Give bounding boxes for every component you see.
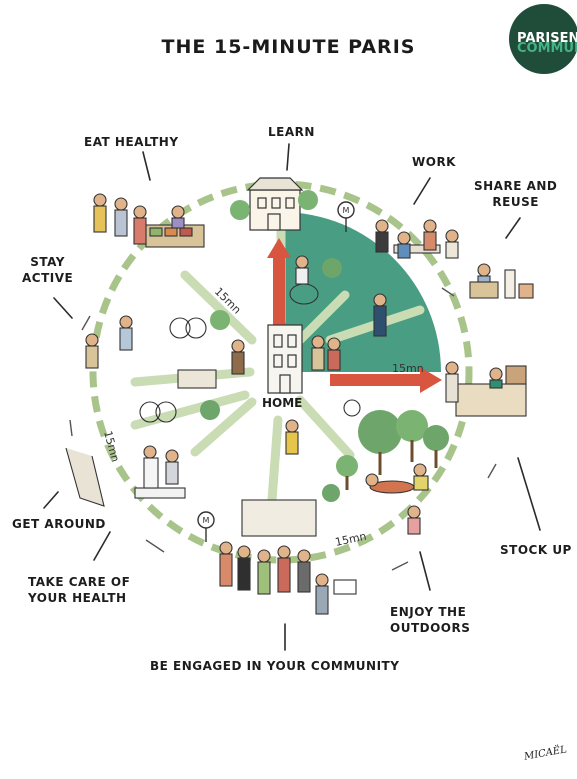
label-stock-up: STOCK UP <box>500 542 572 558</box>
home-building <box>268 325 302 393</box>
svg-text:M: M <box>343 206 350 215</box>
quarter-zone <box>281 212 441 372</box>
metro-sign-icon: M <box>198 512 214 542</box>
label-stay-active: STAY ACTIVE <box>22 254 73 286</box>
vignette-share <box>470 264 533 298</box>
distance-label-south: 15mn <box>334 530 368 549</box>
arrow-right-shaft <box>330 374 422 386</box>
label-work: WORK <box>412 154 456 170</box>
school-building <box>248 178 302 230</box>
label-enjoy-the-outdoors: ENJOY THE OUTDOORS <box>390 604 470 636</box>
label-be-engaged-in-your-community: BE ENGAGED IN YOUR COMMUNITY <box>150 658 399 674</box>
vignette-community <box>220 500 356 614</box>
vignette-stockup <box>446 362 526 416</box>
label-take-care-of-your-health: TAKE CARE OF YOUR HEALTH <box>28 574 130 606</box>
label-learn: LEARN <box>268 124 315 140</box>
paris-en-commun-logo: PARISEN COMMUN <box>509 4 577 74</box>
vignette-market <box>94 194 204 247</box>
page-title: THE 15-MINUTE PARIS <box>0 36 577 58</box>
label-share-and-reuse: SHARE AND REUSE <box>474 178 557 210</box>
spoke-se <box>300 400 350 455</box>
svg-text:M: M <box>203 516 210 525</box>
label-eat-healthy: EAT HEALTHY <box>84 134 179 150</box>
home-label: HOME <box>262 396 302 410</box>
spoke-s <box>272 420 278 500</box>
distance-label-east: 15mn <box>392 362 424 375</box>
distance-label-sw: 15mn <box>101 429 122 463</box>
logo-line-2: COMMUN <box>517 42 577 55</box>
label-get-around: GET AROUND <box>12 516 106 532</box>
vignette-health <box>135 446 185 498</box>
arrow-up-shaft <box>273 255 285 325</box>
